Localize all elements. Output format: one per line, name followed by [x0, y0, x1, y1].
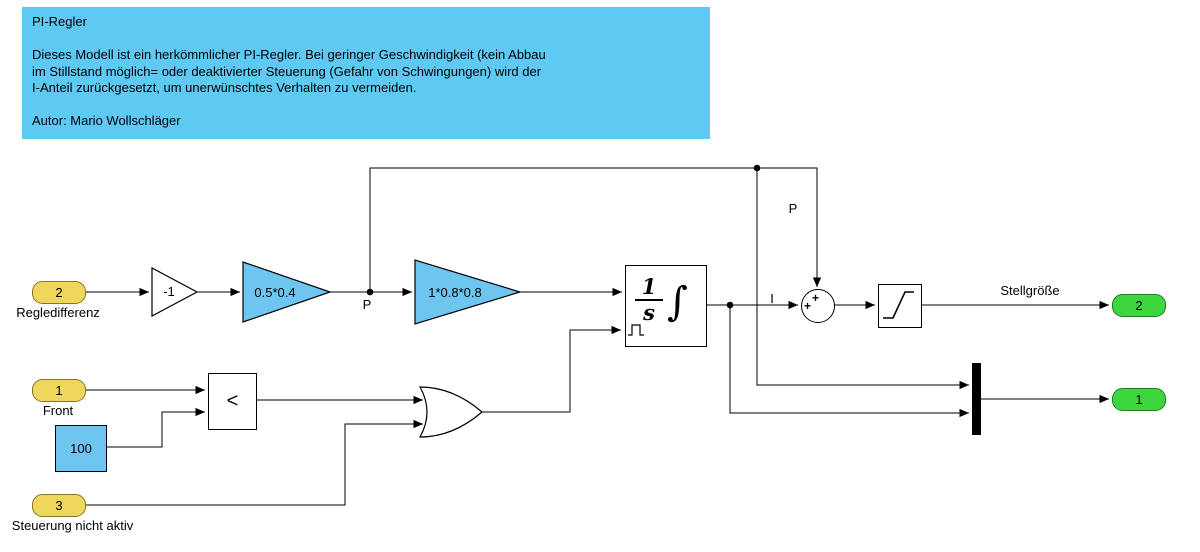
- constant-value: 100: [70, 441, 92, 456]
- relational-operator-block[interactable]: <: [208, 373, 257, 430]
- wire-i-to-mux[interactable]: [729, 305, 969, 418]
- integrator-numerator: 1: [641, 274, 657, 299]
- model-description-annotation[interactable]: PI-Regler Dieses Modell ist ein herkömml…: [22, 7, 710, 139]
- relational-operator-symbol: <: [226, 390, 239, 412]
- spacer: [32, 97, 700, 114]
- sum-sign-left: +: [804, 299, 812, 313]
- gain-p-value: 0.5*0.4: [254, 285, 296, 300]
- wire-p-to-mux[interactable]: [756, 168, 969, 390]
- wire-inport3-or[interactable]: [84, 419, 423, 506]
- signal-label-i-into-sum: I: [770, 291, 774, 306]
- annotation-title: PI-Regler: [32, 14, 87, 29]
- branch-dot-p: [366, 288, 374, 296]
- wire-p-feedforward-to-sum[interactable]: [369, 167, 822, 292]
- mux-block[interactable]: [972, 363, 981, 435]
- inport-front-label: Front: [42, 403, 74, 418]
- annotation-body-line: I-Anteil zurückgesetzt, um unerwünschtes…: [32, 80, 417, 95]
- gain-neg1-value: -1: [163, 284, 175, 299]
- saturation-icon: [883, 291, 914, 319]
- reset-port-icon: [628, 324, 644, 336]
- wire-constant-relational[interactable]: [105, 407, 205, 448]
- outport-stellgroesse-number: 2: [1135, 298, 1143, 313]
- saturation-block[interactable]: [878, 284, 922, 328]
- sum-block[interactable]: + +: [801, 289, 835, 323]
- integral-icon: ∫: [667, 279, 688, 325]
- spacer: [32, 31, 700, 48]
- gain-neg1-block[interactable]: [151, 267, 199, 317]
- inport-front-number: 1: [55, 383, 63, 398]
- annotation-body-line: Dieses Modell ist ein herkömmlicher PI-R…: [32, 47, 546, 62]
- branch-dot-i: [726, 301, 734, 309]
- signal-label-p-into-sum: P: [788, 201, 798, 216]
- outport-1[interactable]: 1: [1112, 388, 1166, 411]
- gain-p-block[interactable]: [242, 261, 332, 323]
- branch-dot-p-top: [753, 164, 761, 172]
- inport-steuerung-number: 3: [55, 498, 63, 513]
- or-gate-block[interactable]: [418, 386, 483, 438]
- signal-label-p-branch: P: [362, 297, 372, 312]
- inport-steuerung-label: Steuerung nicht aktiv: [11, 518, 134, 533]
- annotation-body-line: im Stillstand möglich= oder deaktivierte…: [32, 63, 542, 79]
- inport-regeldifferenz[interactable]: 2: [32, 281, 86, 304]
- signal-label-stellgroesse: Stellgröße: [1000, 283, 1060, 298]
- integrator-fraction: 1 s: [635, 275, 663, 325]
- wire-or-integrator-reset[interactable]: [482, 325, 621, 413]
- constant-block[interactable]: 100: [55, 425, 107, 472]
- inport-regeldifferenz-number: 2: [55, 285, 63, 300]
- inport-front[interactable]: 1: [32, 379, 86, 402]
- gain-i-value: 1*0.8*0.8: [428, 285, 482, 300]
- inport-steuerung[interactable]: 3: [32, 494, 86, 517]
- outport-stellgroesse[interactable]: 2: [1112, 294, 1166, 317]
- annotation-author: Autor: Mario Wollschläger: [32, 113, 181, 128]
- inport-regeldifferenz-label: Regledifferenz: [16, 305, 100, 320]
- outport-1-number: 1: [1135, 392, 1143, 407]
- sum-sign-top: +: [812, 291, 820, 305]
- integrator-block[interactable]: 1 s ∫: [625, 265, 707, 347]
- integrator-denominator: s: [635, 299, 663, 325]
- gain-i-block[interactable]: [414, 259, 523, 325]
